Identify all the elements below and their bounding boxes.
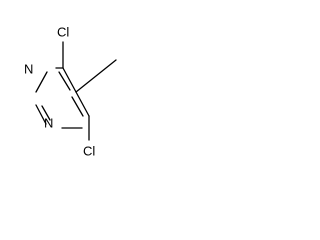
molecule-structure: Cl N N Cl [24,25,117,159]
atom-label-n-top: N [24,62,33,77]
bond-c5-c6-inner [58,71,71,91]
atom-labels: Cl N N Cl [24,25,95,159]
atom-label-n-bottom: N [44,116,53,131]
bond-c2-n3-inner [41,105,51,121]
bond-c5-methyl [75,59,117,93]
atom-label-cl-top: Cl [57,25,69,40]
bonds [35,41,117,141]
bond-c2-n3 [35,104,47,125]
atom-label-cl-bottom: Cl [83,144,95,159]
bond-c4-c5 [75,91,90,117]
bond-c5-c6 [62,67,77,93]
bond-c4-c5-inner [71,96,84,117]
bond-n1-c2 [35,71,48,93]
